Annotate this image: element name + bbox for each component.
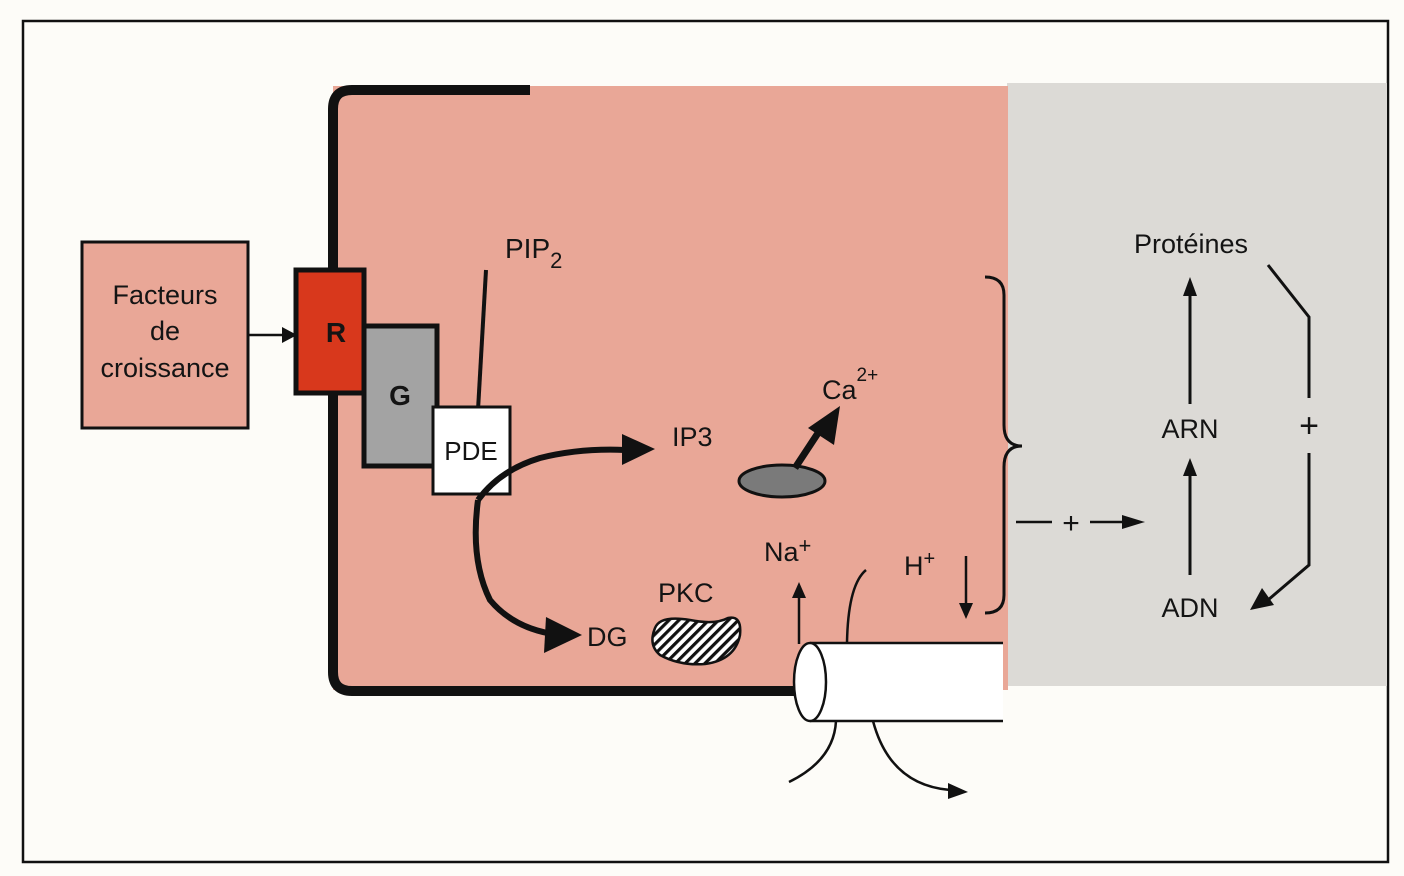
pkc-label: PKC — [658, 578, 714, 608]
arrowhead-proton — [959, 603, 973, 619]
proton-flow-curve-out-left — [788, 720, 838, 784]
figure-frame — [21, 19, 1390, 864]
arrowhead-sodium — [792, 582, 806, 598]
arrowhead-feedback — [1250, 588, 1274, 610]
ip3-label: IP3 — [672, 422, 713, 452]
pkc-enzyme-shape — [651, 616, 742, 666]
arrowhead-ip3 — [622, 434, 655, 465]
signal-plus: + — [1062, 507, 1080, 540]
dg-label: DG — [587, 622, 628, 652]
arrowhead-gf-to-receptor — [282, 327, 297, 343]
calcium-store-ellipse — [737, 463, 827, 499]
arrow-to-dg — [472, 499, 561, 638]
arrow-to-calcium — [792, 428, 823, 470]
cytoplasm-region — [333, 86, 1008, 690]
arrowhead-signal — [1122, 515, 1145, 529]
rna-label: ARN — [1161, 414, 1218, 444]
pip2-label: PIP2 — [505, 233, 562, 273]
growth-factors-box — [80, 240, 250, 430]
arrowhead-flow-out — [948, 783, 968, 799]
proton-label: H+ — [904, 548, 935, 581]
g-protein-label: G — [389, 380, 411, 411]
calcium-label: Ca2+ — [822, 365, 878, 405]
growth-factors-label-line1: Facteurs — [112, 280, 217, 310]
proton-flow-curve-out-right — [871, 720, 951, 792]
g-protein-box — [361, 323, 440, 469]
proton-flow-curve-in — [845, 569, 867, 644]
growth-factors-label-line3: croissance — [100, 353, 229, 383]
nucleus-region — [1007, 83, 1387, 686]
dna-label: ADN — [1161, 593, 1218, 623]
arrowhead-calcium — [808, 406, 840, 445]
growth-factors-label-line2: de — [150, 316, 180, 346]
receptor-label: R — [326, 317, 346, 348]
pip2-line — [476, 269, 488, 411]
sodium-label: Na+ — [764, 533, 811, 567]
arrow-to-ip3 — [475, 446, 626, 502]
proteins-label: Protéines — [1134, 229, 1248, 259]
receptor-box — [293, 267, 367, 396]
curly-brace — [984, 275, 1023, 615]
pde-label: PDE — [444, 436, 497, 466]
channel-opening — [792, 641, 828, 723]
feedback-loop-lower — [1267, 453, 1311, 602]
feedback-plus: + — [1299, 407, 1319, 445]
arrowhead-dna-to-rna — [1183, 458, 1197, 476]
exchanger-channel-body — [810, 643, 1003, 721]
pde-box — [431, 405, 512, 496]
arrowhead-rna-to-proteins — [1183, 277, 1197, 296]
arrowhead-dg — [544, 617, 582, 653]
feedback-loop-upper — [1266, 264, 1311, 398]
